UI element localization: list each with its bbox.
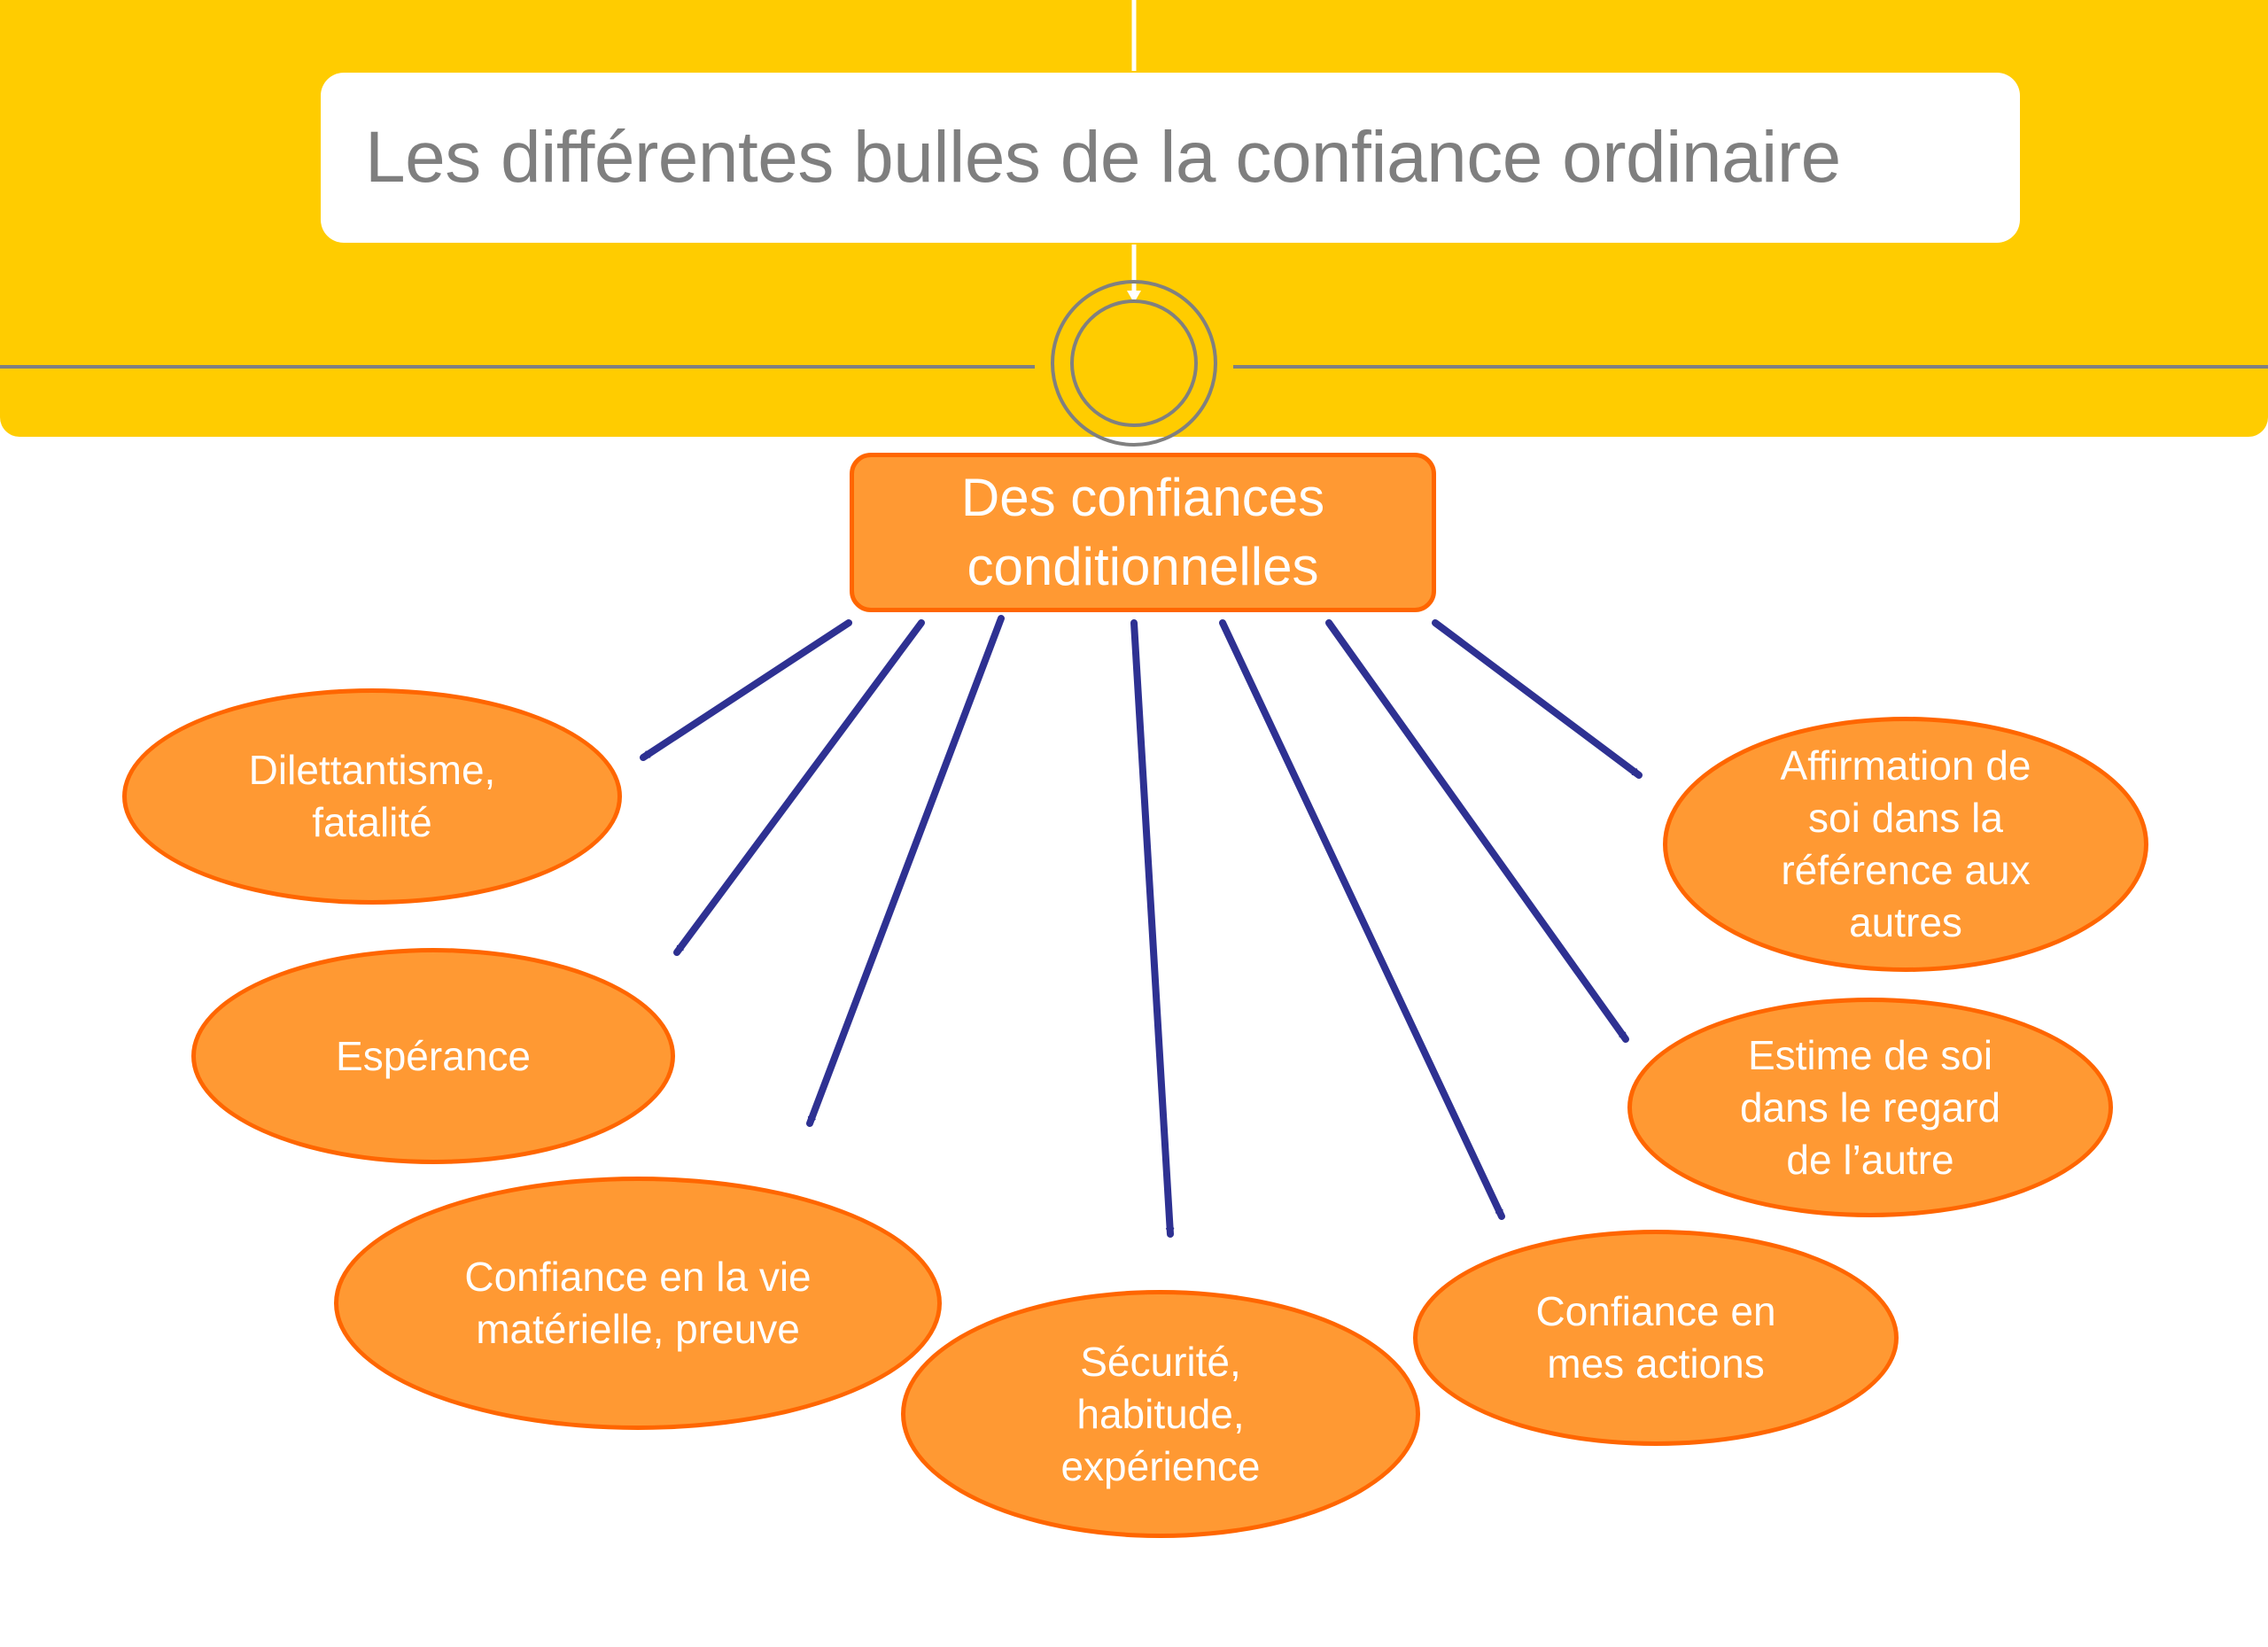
arrow-to-esperance — [673, 619, 925, 956]
bubble-affirmation-de-soi: Affirmation de soi dans la référence aux… — [1663, 717, 2148, 972]
bubble-securite: Sécurité, habitude, expérience — [901, 1290, 1420, 1538]
arrow-to-estime-de-soi — [1325, 619, 1629, 1043]
bubble-confiance-vie-materielle: Confiance en la vie matérielle, preuve — [334, 1177, 942, 1430]
arrows — [640, 615, 1643, 1238]
bubble-dilettantisme: Dilettantisme, fatalité — [122, 688, 622, 905]
bubble-estime-de-soi: Estime de soi dans le regard de l’autre — [1627, 998, 2113, 1217]
bubble-confiance-actions: Confiance en mes actions — [1413, 1230, 1899, 1446]
bubble-label: Dilettantisme, fatalité — [248, 747, 496, 845]
bubble-label: Confiance en la vie matérielle, preuve — [464, 1254, 812, 1352]
arrow-to-dilettantisme — [640, 619, 852, 761]
bubble-label: Affirmation de soi dans la référence aux… — [1780, 742, 2031, 945]
page-title: Les différentes bulles de la confiance o… — [365, 117, 1841, 198]
bubble-label: Estime de soi dans le regard de l’autre — [1739, 1031, 2001, 1183]
bubble-label: Confiance en mes actions — [1535, 1288, 1776, 1387]
root-node: Des confiances conditionnelles — [850, 453, 1436, 612]
bubble-esperance: Espérance — [191, 948, 675, 1164]
title-box: Les différentes bulles de la confiance o… — [321, 73, 2020, 243]
arrow-to-confiance-actions — [1219, 619, 1505, 1220]
root-node-label: Des confiances conditionnelles — [960, 468, 1325, 596]
arrow-to-affirmation-de-soi — [1432, 619, 1643, 779]
arrow-to-confiance-vie-materielle — [806, 615, 1005, 1127]
bubble-label: Sécurité, habitude, expérience — [1060, 1338, 1261, 1489]
bubble-label: Espérance — [336, 1032, 531, 1079]
arrow-to-securite — [1130, 619, 1175, 1238]
